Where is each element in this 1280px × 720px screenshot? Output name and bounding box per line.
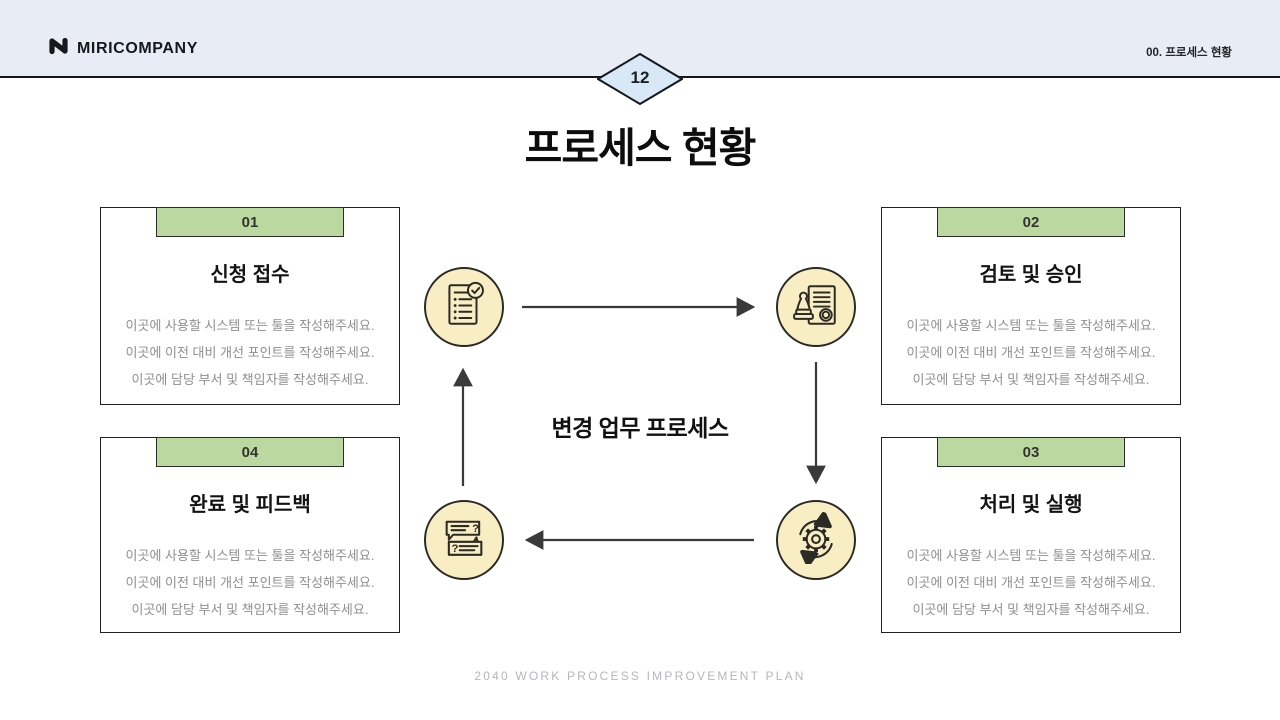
step-line: 이곳에 이전 대비 개선 포인트를 작성해주세요. bbox=[906, 575, 1156, 590]
logo-text: MIRICOMPANY bbox=[77, 39, 198, 57]
svg-text:?: ? bbox=[452, 543, 459, 555]
cycle-title: 변경 업무 프로세스 bbox=[551, 415, 729, 441]
cycle-node-feedback: ? ? bbox=[424, 500, 504, 580]
step-line: 이곳에 이전 대비 개선 포인트를 작성해주세요. bbox=[125, 345, 375, 360]
company-logo: MIRICOMPANY bbox=[48, 36, 198, 61]
step-line: 이곳에 사용할 시스템 또는 툴을 작성해주세요. bbox=[906, 318, 1156, 333]
step-title: 처리 및 실행 bbox=[979, 494, 1083, 516]
step-box-04: 04 완료 및 피드백 이곳에 사용할 시스템 또는 툴을 작성해주세요. 이곳… bbox=[100, 437, 400, 633]
cycle-node-approve bbox=[776, 267, 856, 347]
step-line: 이곳에 담당 부서 및 책임자를 작성해주세요. bbox=[912, 372, 1150, 387]
step-line: 이곳에 담당 부서 및 책임자를 작성해주세요. bbox=[131, 372, 369, 387]
step-description: 이곳에 사용할 시스템 또는 툴을 작성해주세요. 이곳에 이전 대비 개선 포… bbox=[126, 312, 375, 393]
page-number-diamond bbox=[596, 52, 684, 106]
logo-mark-icon bbox=[48, 36, 70, 61]
gear-cycle-icon bbox=[790, 512, 842, 569]
step-line: 이곳에 사용할 시스템 또는 툴을 작성해주세요. bbox=[125, 318, 375, 333]
step-number-badge: 03 bbox=[937, 437, 1125, 467]
step-description: 이곳에 사용할 시스템 또는 툴을 작성해주세요. 이곳에 이전 대비 개선 포… bbox=[126, 542, 375, 623]
svg-text:?: ? bbox=[472, 523, 479, 535]
step-title: 검토 및 승인 bbox=[979, 264, 1083, 286]
step-title: 완료 및 피드백 bbox=[189, 494, 311, 516]
step-box-03: 03 처리 및 실행 이곳에 사용할 시스템 또는 툴을 작성해주세요. 이곳에… bbox=[881, 437, 1181, 633]
step-title: 신청 접수 bbox=[210, 264, 290, 286]
stamp-approval-icon bbox=[791, 280, 841, 335]
page-number: 12 bbox=[630, 68, 650, 87]
chat-feedback-icon: ? ? bbox=[438, 512, 490, 569]
section-label: 00. 프로세스 현황 bbox=[1146, 47, 1232, 59]
step-line: 이곳에 담당 부서 및 책임자를 작성해주세요. bbox=[131, 602, 369, 617]
page-title: 프로세스 현황 bbox=[524, 125, 757, 171]
cycle-node-apply bbox=[424, 267, 504, 347]
checklist-document-icon bbox=[439, 280, 489, 335]
step-number-badge: 04 bbox=[156, 437, 344, 467]
step-description: 이곳에 사용할 시스템 또는 툴을 작성해주세요. 이곳에 이전 대비 개선 포… bbox=[907, 312, 1156, 393]
footer-text: 2040 WORK PROCESS IMPROVEMENT PLAN bbox=[474, 669, 806, 683]
step-line: 이곳에 사용할 시스템 또는 툴을 작성해주세요. bbox=[125, 548, 375, 563]
step-box-02: 02 검토 및 승인 이곳에 사용할 시스템 또는 툴을 작성해주세요. 이곳에… bbox=[881, 207, 1181, 405]
step-line: 이곳에 이전 대비 개선 포인트를 작성해주세요. bbox=[125, 575, 375, 590]
step-description: 이곳에 사용할 시스템 또는 툴을 작성해주세요. 이곳에 이전 대비 개선 포… bbox=[907, 542, 1156, 623]
step-line: 이곳에 사용할 시스템 또는 툴을 작성해주세요. bbox=[906, 548, 1156, 563]
step-box-01: 01 신청 접수 이곳에 사용할 시스템 또는 툴을 작성해주세요. 이곳에 이… bbox=[100, 207, 400, 405]
step-number-badge: 01 bbox=[156, 207, 344, 237]
step-number-badge: 02 bbox=[937, 207, 1125, 237]
step-line: 이곳에 이전 대비 개선 포인트를 작성해주세요. bbox=[906, 345, 1156, 360]
step-line: 이곳에 담당 부서 및 책임자를 작성해주세요. bbox=[912, 602, 1150, 617]
cycle-node-execute bbox=[776, 500, 856, 580]
